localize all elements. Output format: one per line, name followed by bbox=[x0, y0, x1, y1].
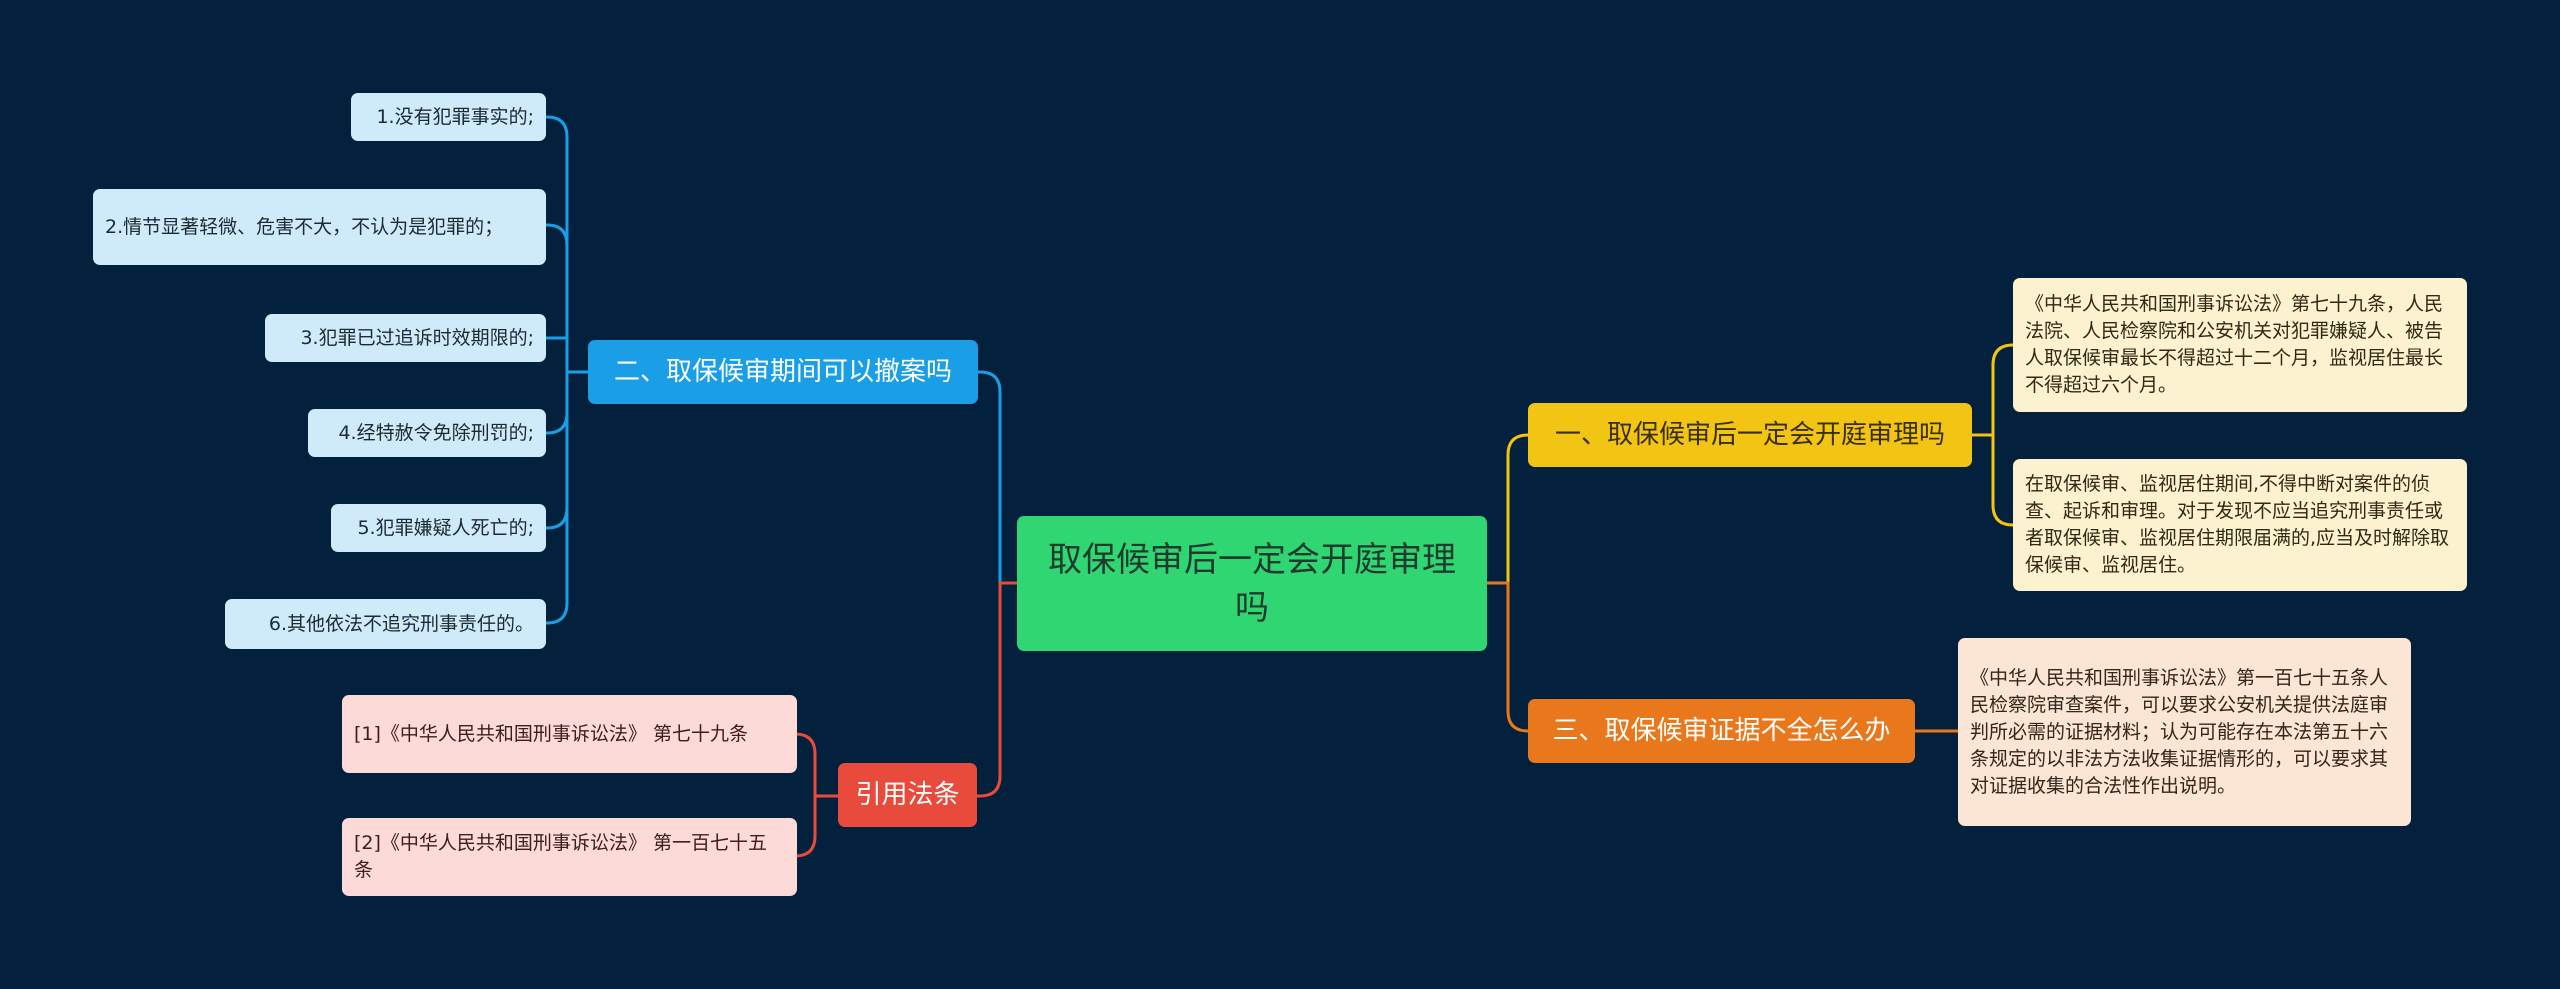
branch-trial[interactable]: 一、取保候审后一定会开庭审理吗 bbox=[1528, 403, 1972, 467]
law-item-1[interactable]: [1]《中华人民共和国刑事诉讼法》 第七十九条 bbox=[342, 695, 797, 773]
edges-withdraw-items bbox=[546, 115, 588, 625]
withdraw-item-1[interactable]: 1.没有犯罪事实的; bbox=[351, 93, 546, 141]
branch-evidence[interactable]: 三、取保候审证据不全怎么办 bbox=[1528, 699, 1915, 763]
trial-item-1[interactable]: 《中华人民共和国刑事诉讼法》第七十九条，人民法院、人民检察院和公安机关对犯罪嫌疑… bbox=[2013, 278, 2467, 412]
edges-law-items bbox=[794, 732, 838, 858]
law-item-2[interactable]: [2]《中华人民共和国刑事诉讼法》 第一百七十五条 bbox=[342, 818, 797, 896]
branch-law[interactable]: 引用法条 bbox=[838, 763, 977, 827]
edge-root-withdraw bbox=[978, 370, 1017, 585]
evidence-item-1[interactable]: 《中华人民共和国刑事诉讼法》第一百七十五条人民检察院审查案件，可以要求公安机关提… bbox=[1958, 638, 2411, 826]
edge-root-law bbox=[977, 581, 1017, 798]
branch-trial-label: 一、取保候审后一定会开庭审理吗 bbox=[1554, 420, 1945, 450]
withdraw-item-3[interactable]: 3.犯罪已过追诉时效期限的; bbox=[265, 314, 546, 362]
withdraw-item-5[interactable]: 5.犯罪嫌疑人死亡的; bbox=[331, 504, 546, 552]
withdraw-item-4[interactable]: 4.经特赦令免除刑罚的; bbox=[308, 409, 546, 457]
withdraw-item-2[interactable]: 2.情节显著轻微、危害不大，不认为是犯罪的； bbox=[93, 189, 546, 265]
root-topic-label: 取保候审后一定会开庭审理吗 bbox=[1048, 539, 1456, 628]
trial-item-2[interactable]: 在取保候审、监视居住期间,不得中断对案件的侦查、起诉和审理。对于发现不应当追究刑… bbox=[2013, 459, 2467, 591]
edge-root-trial bbox=[1487, 433, 1529, 585]
root-topic[interactable]: 取保候审后一定会开庭审理吗 bbox=[1017, 516, 1487, 651]
edges-trial-items bbox=[1972, 343, 2014, 527]
branch-withdraw[interactable]: 二、取保候审期间可以撤案吗 bbox=[588, 340, 978, 404]
branch-evidence-label: 三、取保候审证据不全怎么办 bbox=[1552, 716, 1891, 746]
branch-withdraw-label: 二、取保候审期间可以撤案吗 bbox=[613, 357, 952, 387]
withdraw-item-6[interactable]: 6.其他依法不追究刑事责任的。 bbox=[225, 599, 546, 649]
branch-law-label: 引用法条 bbox=[855, 780, 960, 810]
edge-root-evidence bbox=[1487, 581, 1529, 733]
